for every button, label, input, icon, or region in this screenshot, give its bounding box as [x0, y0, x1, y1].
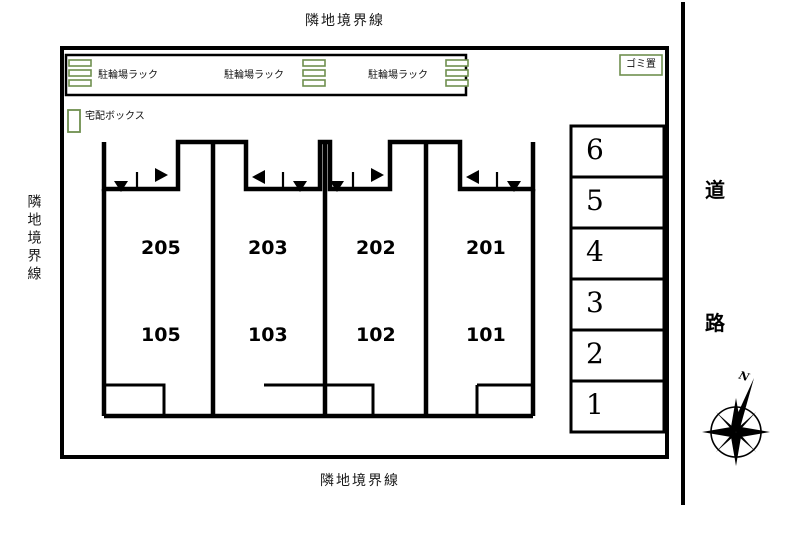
building-outline: [101, 139, 536, 419]
parking-stall-label-4: 4: [586, 235, 604, 268]
entrance-arrow-down-202: [330, 181, 344, 192]
bike-rack-label-3: 駐輪場ラック: [368, 70, 428, 81]
unit-label-201: 201: [466, 237, 506, 259]
unit-label-105: 105: [141, 324, 181, 346]
parking-stall-label-5: 5: [586, 184, 604, 217]
entrance-arrow-right-205: [155, 168, 168, 182]
boundary-label-bottom: 隣地境界線: [320, 473, 400, 489]
building-bottom-notches: [104, 383, 533, 416]
trash-area-box: [619, 54, 663, 76]
parking-stall-grid: [569, 124, 666, 434]
boundary-label-left: 隣地境界線: [25, 194, 42, 284]
entrance-arrow-left-201: [466, 170, 479, 184]
parking-stall-label-6: 6: [586, 133, 604, 166]
road-label-char-1: 道: [705, 178, 725, 202]
unit-label-205: 205: [141, 237, 181, 259]
site-boundary-frame: [60, 46, 669, 459]
entrance-arrow-down-203: [293, 181, 307, 192]
bike-rack-glyph-1: [68, 59, 92, 87]
unit-label-101: 101: [466, 324, 506, 346]
unit-label-203: 203: [248, 237, 288, 259]
parking-stall-label-3: 3: [586, 286, 604, 319]
boundary-label-top: 隣地境界線: [305, 13, 385, 29]
compass-rose-icon: [702, 378, 770, 466]
entrance-arrow-down-201: [507, 181, 521, 192]
entrance-arrow-left-203: [252, 170, 265, 184]
entrance-arrow-down-205: [114, 181, 128, 192]
parking-stall-label-2: 2: [586, 337, 604, 370]
delivery-box-glyph: [67, 109, 81, 133]
road-label-char-2: 路: [705, 311, 725, 335]
unit-label-102: 102: [356, 324, 396, 346]
bike-rack-label-1: 駐輪場ラック: [98, 70, 158, 81]
entrance-arrow-right-202: [371, 168, 384, 182]
delivery-box-label: 宅配ボックス: [85, 111, 145, 122]
parking-stall-label-1: 1: [586, 388, 604, 421]
bike-rack-label-2: 駐輪場ラック: [224, 70, 284, 81]
bike-rack-glyph-2: [302, 59, 326, 87]
bike-rack-strip: [64, 53, 468, 97]
unit-label-103: 103: [248, 324, 288, 346]
trash-area-label: ゴミ置: [626, 59, 656, 70]
bike-rack-glyph-3: [445, 59, 469, 87]
unit-label-202: 202: [356, 237, 396, 259]
